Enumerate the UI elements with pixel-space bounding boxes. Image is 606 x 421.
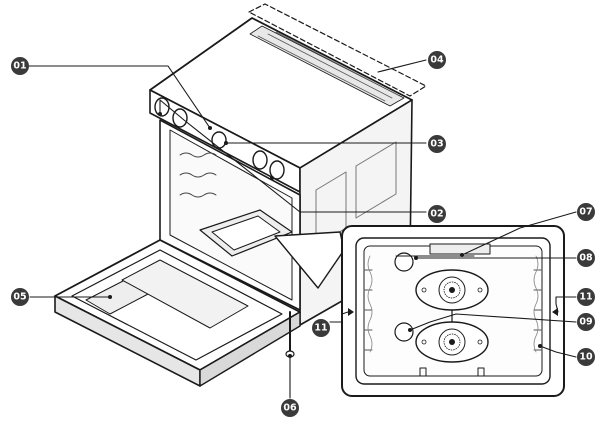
callout-label: 11 bbox=[314, 323, 327, 334]
callout-04: 04 bbox=[428, 51, 446, 69]
oven-door bbox=[54, 239, 301, 387]
callout-label: 08 bbox=[579, 253, 593, 264]
oven-lamp-icon bbox=[394, 322, 414, 342]
oven-interior-inset bbox=[341, 225, 565, 397]
callout-label: 09 bbox=[579, 317, 592, 328]
rack-position-marker-icon bbox=[348, 308, 354, 316]
control-panel bbox=[149, 89, 301, 193]
convection-fan-icon bbox=[415, 321, 489, 363]
callout-label: 07 bbox=[579, 207, 592, 218]
callout-10: 10 bbox=[577, 348, 595, 366]
callout-05: 05 bbox=[11, 288, 29, 306]
oven-lamp-icon bbox=[394, 252, 414, 272]
cooktop-dashed-outline bbox=[248, 3, 427, 97]
callout-11-left: 11 bbox=[312, 319, 330, 337]
callout-label: 03 bbox=[430, 139, 443, 150]
leader-lines bbox=[27, 59, 577, 399]
callout-07: 07 bbox=[577, 203, 595, 221]
callout-08: 08 bbox=[577, 249, 595, 267]
callout-02: 02 bbox=[428, 205, 446, 223]
callout-label: 10 bbox=[579, 352, 593, 363]
callout-09: 09 bbox=[577, 313, 595, 331]
callout-label: 05 bbox=[13, 292, 26, 303]
callout-label: 11 bbox=[579, 292, 592, 303]
callout-06: 06 bbox=[281, 399, 299, 417]
oven-cavity bbox=[159, 119, 301, 311]
callout-03: 03 bbox=[428, 135, 446, 153]
callout-label: 01 bbox=[13, 61, 26, 72]
range-top bbox=[149, 3, 427, 169]
callout-label: 04 bbox=[430, 55, 444, 66]
callout-label: 06 bbox=[283, 403, 297, 414]
callout-01: 01 bbox=[11, 57, 29, 75]
callout-11-right: 11 bbox=[577, 288, 595, 306]
convection-fan-icon bbox=[415, 269, 489, 311]
display-icon bbox=[211, 131, 227, 149]
callout-label: 02 bbox=[430, 209, 443, 220]
rack-position-marker-icon bbox=[552, 308, 558, 316]
